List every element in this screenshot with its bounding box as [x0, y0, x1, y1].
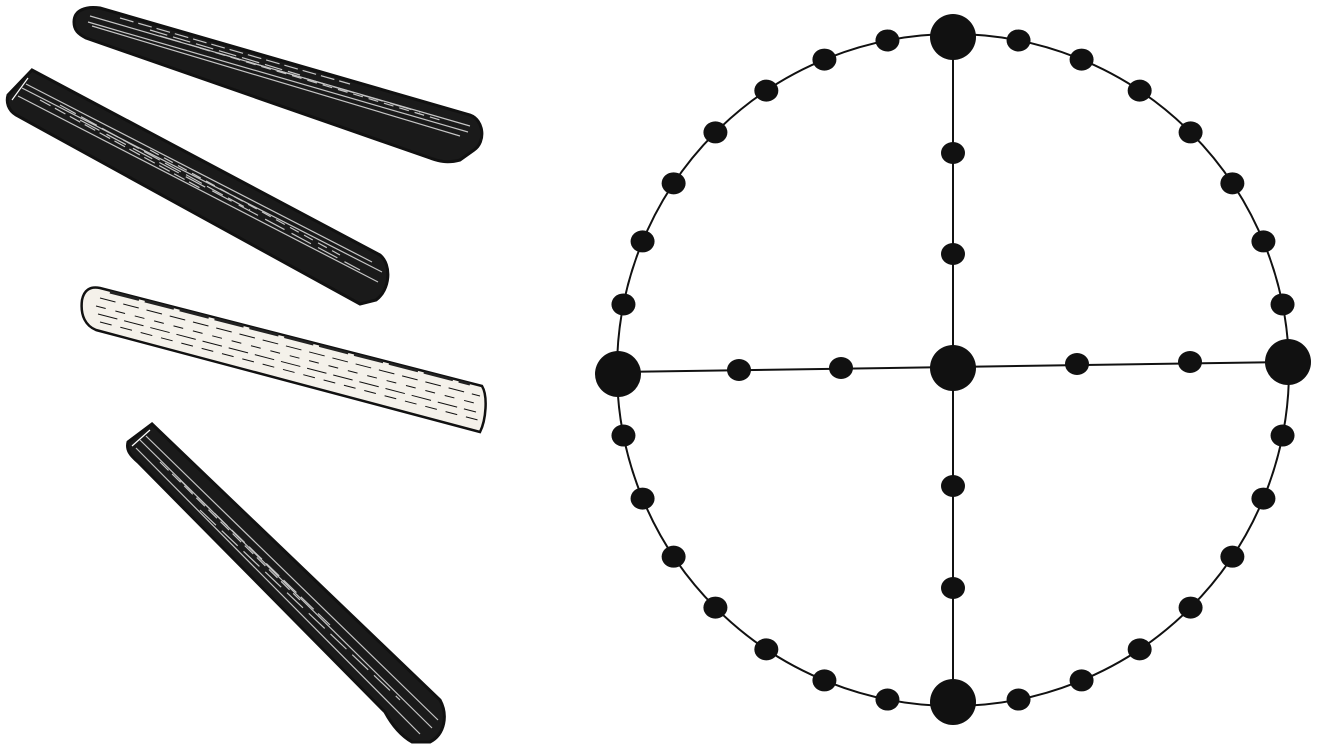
large-hole-right	[1265, 339, 1311, 385]
ring-hole	[1220, 546, 1244, 568]
stick-4	[127, 424, 444, 742]
ring-hole	[1251, 488, 1275, 510]
large-hole-center	[930, 345, 976, 391]
arm-hole	[941, 475, 965, 497]
ring-hole	[703, 597, 727, 619]
large-hole-bottom	[930, 679, 976, 725]
ring-hole	[631, 230, 655, 252]
ring-hole	[1128, 638, 1152, 660]
stick-3-body	[82, 288, 486, 433]
ring-hole	[754, 638, 778, 660]
ring-hole	[1179, 121, 1203, 143]
ring-hole	[611, 425, 635, 447]
ring-hole	[1128, 80, 1152, 102]
game-board	[595, 14, 1311, 725]
ring-hole	[875, 689, 899, 711]
ring-hole	[631, 488, 655, 510]
ring-hole	[1220, 172, 1244, 194]
ring-hole	[754, 80, 778, 102]
arm-hole	[1178, 351, 1202, 373]
ring-hole	[703, 121, 727, 143]
ring-hole	[1251, 230, 1275, 252]
ring-hole	[1271, 425, 1295, 447]
large-hole-left	[595, 351, 641, 397]
arm-hole	[941, 577, 965, 599]
stick-3	[82, 288, 486, 433]
arm-hole	[941, 243, 965, 265]
ring-hole	[1070, 669, 1094, 691]
large-hole-top	[930, 14, 976, 60]
ring-hole	[812, 669, 836, 691]
ring-hole	[1070, 49, 1094, 71]
ring-hole	[812, 49, 836, 71]
ring-hole	[1271, 293, 1295, 315]
arm-hole	[1065, 353, 1089, 375]
ring-hole	[1179, 597, 1203, 619]
ring-hole	[1007, 29, 1031, 51]
arm-hole	[941, 142, 965, 164]
ring-hole	[611, 293, 635, 315]
ring-hole	[662, 546, 686, 568]
ring-hole	[662, 172, 686, 194]
arm-hole	[727, 359, 751, 381]
ring-hole	[875, 29, 899, 51]
arm-hole	[829, 357, 853, 379]
ring-hole	[1007, 689, 1031, 711]
